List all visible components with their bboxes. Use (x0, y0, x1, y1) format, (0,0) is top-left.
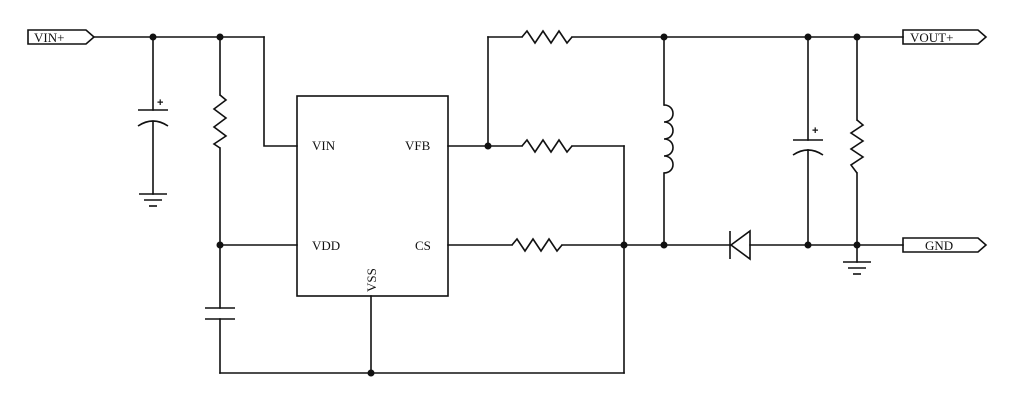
resistor-vfb (521, 138, 573, 154)
vdd-capacitor (205, 307, 235, 320)
output-capacitor: + (792, 125, 824, 156)
junction-dot (660, 33, 668, 41)
pin-cs-label: CS (415, 238, 431, 253)
ground-symbol-output (843, 261, 871, 275)
resistor-vertical-left (212, 94, 228, 149)
controller-ic: VIN VFB VDD CS VSS (296, 95, 449, 297)
port-vout-label: VOUT+ (910, 30, 953, 45)
diode (729, 229, 751, 261)
port-vin-plus: VIN+ (27, 29, 96, 45)
junction-dot (804, 241, 812, 249)
junction-dot (660, 241, 668, 249)
polarity-plus-sign: + (157, 97, 163, 109)
ground-symbol-input (139, 193, 167, 207)
junction-dot (804, 33, 812, 41)
inductor (663, 104, 674, 174)
wires (93, 36, 904, 374)
junction-dot (484, 142, 492, 150)
pin-vin-label: VIN (312, 138, 336, 153)
junction-dot (216, 241, 224, 249)
junction-dot (367, 369, 375, 377)
input-capacitor: + (137, 97, 169, 127)
junction-dot (853, 241, 861, 249)
port-vout-plus: VOUT+ (902, 29, 988, 45)
resistor-cs (511, 237, 563, 253)
resistor-top (521, 29, 573, 45)
junction-dot (620, 241, 628, 249)
pin-vdd-label: VDD (312, 238, 340, 253)
polarity-plus-sign: + (812, 125, 818, 137)
port-vin-label: VIN+ (34, 30, 64, 45)
junctions (149, 33, 861, 377)
junction-dot (149, 33, 157, 41)
port-gnd: GND (902, 237, 988, 253)
port-gnd-label: GND (925, 238, 953, 253)
pin-vss-label: VSS (364, 268, 379, 292)
resistor-vertical-output (849, 119, 865, 174)
pin-vfb-label: VFB (405, 138, 431, 153)
junction-dot (853, 33, 861, 41)
junction-dot (216, 33, 224, 41)
